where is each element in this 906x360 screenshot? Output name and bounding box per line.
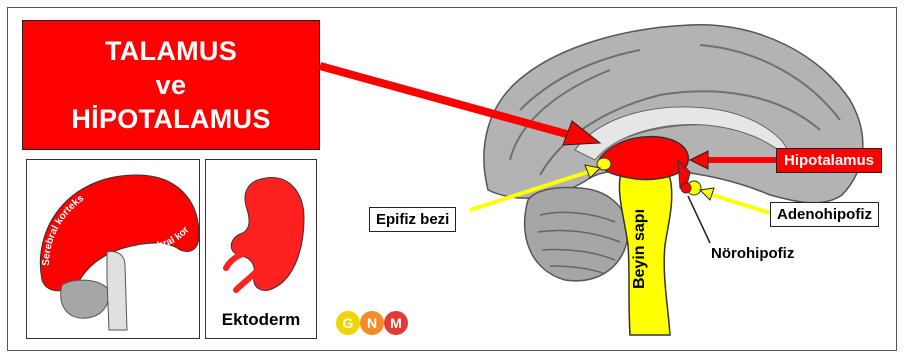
norohipofiz-leader: [688, 196, 710, 243]
ektoderm-label: Ektoderm: [206, 310, 316, 330]
gnm-logo: G N M: [336, 309, 410, 337]
adenohipofiz-arrow: [706, 193, 770, 213]
title-line-3: HİPOTALAMUS: [71, 102, 270, 136]
adenohipofiz-arrowhead: [700, 188, 714, 200]
brainstem-small: [107, 252, 127, 330]
epifiz-label: Epifiz bezi: [369, 207, 456, 232]
cortex-panel: Serebral korteks Serebral korteks: [26, 159, 200, 339]
adenohipofiz-label: Adenohipofiz: [770, 202, 879, 227]
logo-letter-n: N: [360, 311, 384, 335]
title-line-1: TALAMUS: [105, 34, 237, 68]
embryo-illustration: [206, 160, 318, 300]
title-line-2: ve: [156, 68, 187, 102]
neurohypophysis: [681, 183, 691, 193]
title-box: TALAMUS ve HİPOTALAMUS: [22, 20, 320, 150]
logo-letter-g: G: [336, 311, 360, 335]
hipotalamus-label: Hipotalamus: [776, 148, 882, 173]
embryo-body: [231, 177, 304, 290]
cortex-diagram: Serebral korteks Serebral korteks: [27, 160, 201, 340]
norohipofiz-label: Nörohipofiz: [711, 245, 794, 262]
cerebellum-small: [61, 280, 109, 318]
beyin-sapi-label: Beyin sapı: [631, 209, 649, 289]
logo-letter-m: M: [384, 311, 408, 335]
embryo-panel: Ektoderm: [205, 159, 317, 339]
